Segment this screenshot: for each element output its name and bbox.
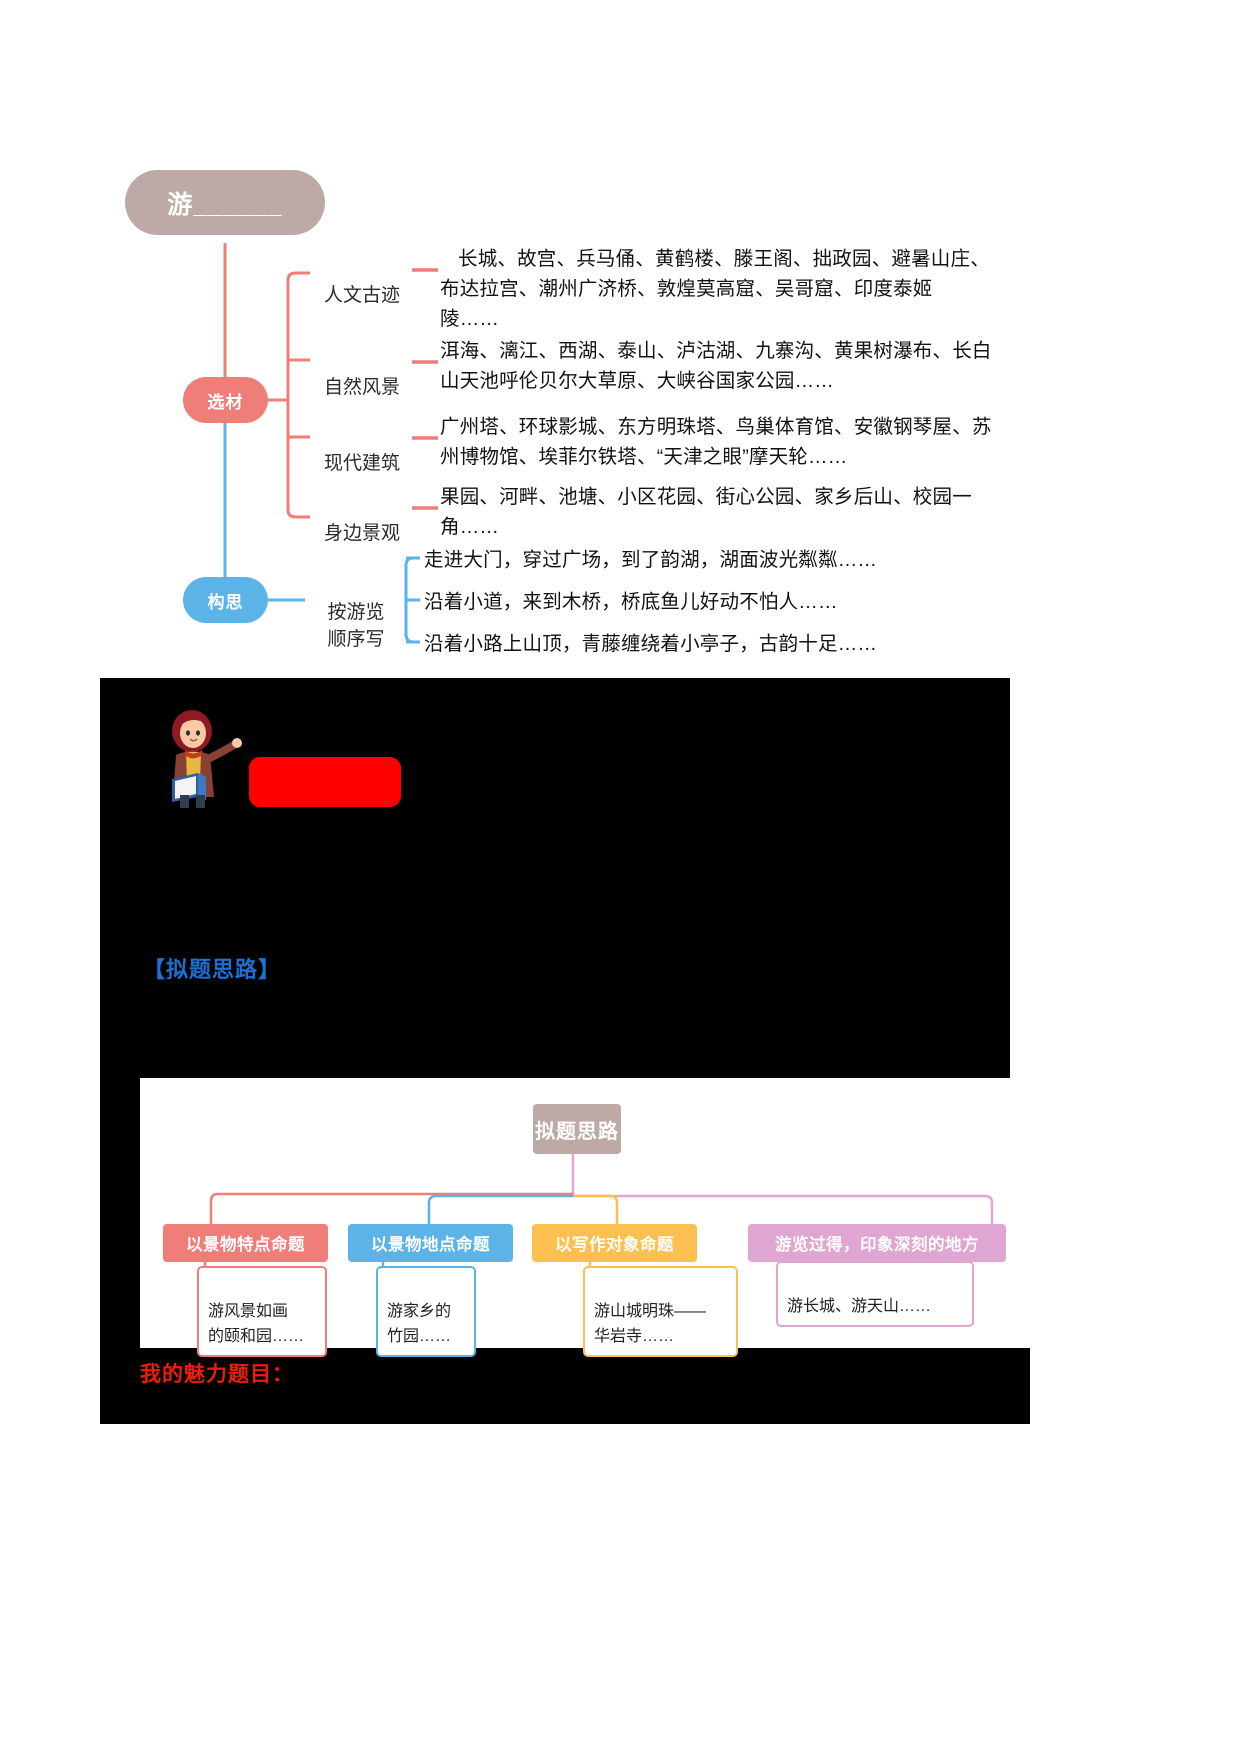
leaf-text-gousi-1: 走进大门，穿过广场，到了韵湖，湖面波光粼粼…… [424,545,994,575]
leaf-text-ziran: 洱海、漓江、西湖、泰山、泸沽湖、九寨沟、黄果树瀑布、长白山天池呼伦贝尔大草原、大… [440,336,995,396]
leaf-text-gousi-2: 沿着小道，来到木桥，桥底鱼儿好动不怕人…… [424,587,994,617]
leaf-text-value: 沿着小道，来到木桥，桥底鱼儿好动不怕人…… [424,591,838,613]
bottom-root-label: 拟题思路 [535,1120,619,1143]
bottom-category-1[interactable]: 以景物地点命题 [348,1224,513,1262]
mindmap-root-label: 游______ [167,190,283,219]
bottom-category-2[interactable]: 以写作对象命题 [532,1224,697,1262]
subnode-text: 自然风景 [323,377,400,398]
bottom-leaf-0[interactable]: 游风景如画 的颐和园…… [197,1266,327,1357]
branch-node-xuancai-label: 选材 [207,392,244,412]
subnode-label-xiandai[interactable]: 现代建筑 [312,426,412,476]
subnode-label-youlan-shunxu[interactable]: 按游览 顺序写 [306,572,406,653]
teacher-icon [172,710,242,808]
branch-node-gousi-label: 构思 [207,592,244,612]
subnode-text: 身边景观 [323,523,400,544]
leaf-text-value: 走进大门，穿过广场，到了韵湖，湖面波光粼粼…… [424,549,878,571]
subnode-text: 人文古迹 [323,285,400,306]
redacted-title-block [249,757,401,807]
subnode-text: 现代建筑 [323,453,400,474]
bottom-category-label: 以景物地点命题 [371,1236,490,1254]
subnode-label-shenbian[interactable]: 身边景观 [312,496,412,546]
leaf-text-renwen: 长城、故宫、兵马俑、黄鹤楼、滕王阁、拙政园、避暑山庄、布达拉宫、潮州广济桥、敦煌… [440,244,990,334]
bottom-leaf-label: 游家乡的 竹园…… [387,1303,452,1345]
teacher-illustration [158,705,248,810]
bottom-root-node[interactable]: 拟题思路 [533,1104,621,1154]
section-heading-label: 【拟题思路】 [143,957,282,982]
bottom-category-3[interactable]: 游览过得，印象深刻的地方 [748,1224,1006,1262]
bottom-category-label: 以写作对象命题 [555,1236,674,1254]
bottom-category-label: 游览过得，印象深刻的地方 [775,1236,979,1254]
leaf-text-value: 果园、河畔、池塘、小区花园、街心公园、家乡后山、校园一角…… [440,486,972,538]
bottom-leaf-label: 游山城明珠—— 华岩寺…… [594,1303,707,1345]
branch-node-xuancai[interactable]: 选材 [183,377,268,423]
leaf-text-value: 广州塔、环球影城、东方明珠塔、鸟巢体育馆、安徽钢琴屋、苏州博物馆、埃菲尔铁塔、“… [440,416,992,468]
leaf-text-xiandai: 广州塔、环球影城、东方明珠塔、鸟巢体育馆、安徽钢琴屋、苏州博物馆、埃菲尔铁塔、“… [440,412,995,472]
bottom-leaf-2[interactable]: 游山城明珠—— 华岩寺…… [583,1266,738,1357]
bottom-leaf-1[interactable]: 游家乡的 竹园…… [376,1266,476,1357]
top-mindmap-card: 游______ 选材 构思 人文古迹 自然风景 现代建筑 身边景观 长城、故宫、… [100,140,1010,678]
leaf-text-value: 沿着小路上山顶，青藤缠绕着小亭子，古韵十足…… [424,633,878,655]
leaf-text-shenbian: 果园、河畔、池塘、小区花园、街心公园、家乡后山、校园一角…… [440,482,990,542]
bottom-category-0[interactable]: 以景物特点命题 [163,1224,328,1262]
top-mindmap-connectors [223,243,438,644]
footer-heading: 我的魅力题目： [140,1358,294,1388]
leaf-text-value: 长城、故宫、兵马俑、黄鹤楼、滕王阁、拙政园、避暑山庄、布达拉宫、潮州广济桥、敦煌… [440,248,990,330]
bottom-category-label: 以景物特点命题 [186,1236,305,1254]
section-heading-nitisilu: 【拟题思路】 [143,952,281,984]
bottom-leaf-label: 游风景如画 的颐和园…… [208,1303,305,1345]
footer-heading-label: 我的魅力题目： [140,1363,294,1386]
black-panel-middle [100,678,1010,1078]
bottom-leaf-3[interactable]: 游长城、游天山…… [776,1261,974,1327]
leaf-text-value: 洱海、漓江、西湖、泰山、泸沽湖、九寨沟、黄果树瀑布、长白山天池呼伦贝尔大草原、大… [440,340,992,392]
mindmap-root-node[interactable]: 游______ [125,170,325,235]
bottom-leaf-label: 游长城、游天山…… [787,1298,932,1315]
subnode-label-renwen[interactable]: 人文古迹 [312,258,412,308]
subnode-label-ziran[interactable]: 自然风景 [312,350,412,400]
subnode-text: 按游览 顺序写 [327,602,385,650]
bottom-mindmap-card: 拟题思路 以景物特点命题 以景物地点命题 以写作对象命题 游览过得，印象深刻的地… [140,1078,1030,1357]
branch-node-gousi[interactable]: 构思 [183,577,268,623]
leaf-text-gousi-3: 沿着小路上山顶，青藤缠绕着小亭子，古韵十足…… [424,629,994,659]
